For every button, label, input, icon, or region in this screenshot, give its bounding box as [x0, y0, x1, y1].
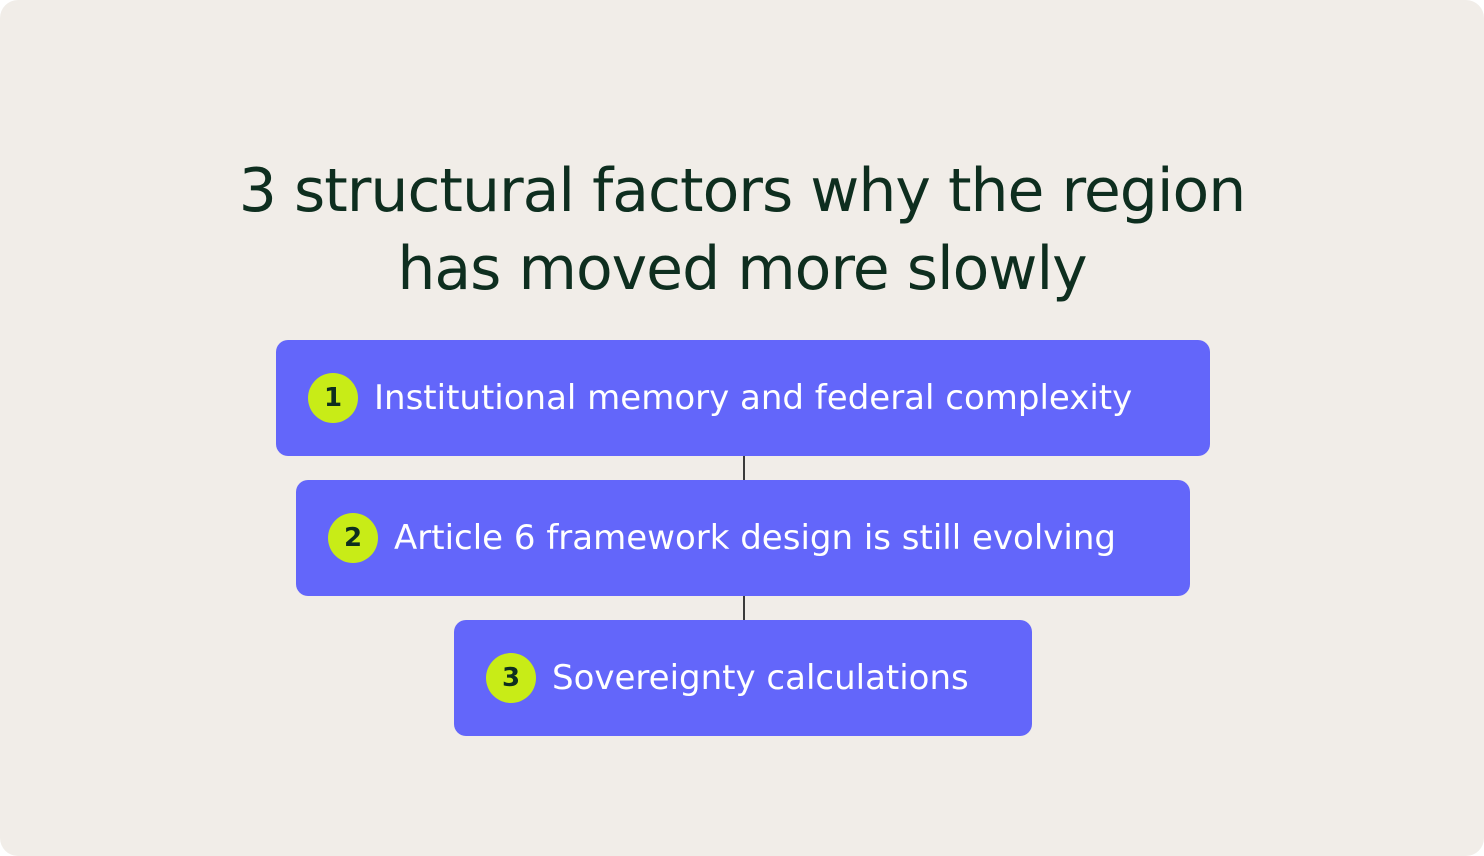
factor-box-3: 3 Sovereignty calculations	[454, 620, 1032, 736]
diagram-title: 3 structural factors why the region has …	[0, 152, 1484, 308]
factor-number-badge-3: 3	[486, 653, 536, 703]
factor-label-2: Article 6 framework design is still evol…	[394, 518, 1116, 558]
title-line-1: 3 structural factors why the region	[238, 156, 1247, 227]
connector-2-3	[743, 595, 745, 621]
factor-box-1: 1 Institutional memory and federal compl…	[276, 340, 1210, 456]
factor-label-3: Sovereignty calculations	[552, 658, 969, 698]
factor-label-1: Institutional memory and federal complex…	[374, 378, 1133, 418]
factor-number-badge-2: 2	[328, 513, 378, 563]
connector-1-2	[743, 455, 745, 481]
factor-box-2: 2 Article 6 framework design is still ev…	[296, 480, 1190, 596]
factor-number-badge-1: 1	[308, 373, 358, 423]
title-line-2: has moved more slowly	[397, 234, 1087, 305]
